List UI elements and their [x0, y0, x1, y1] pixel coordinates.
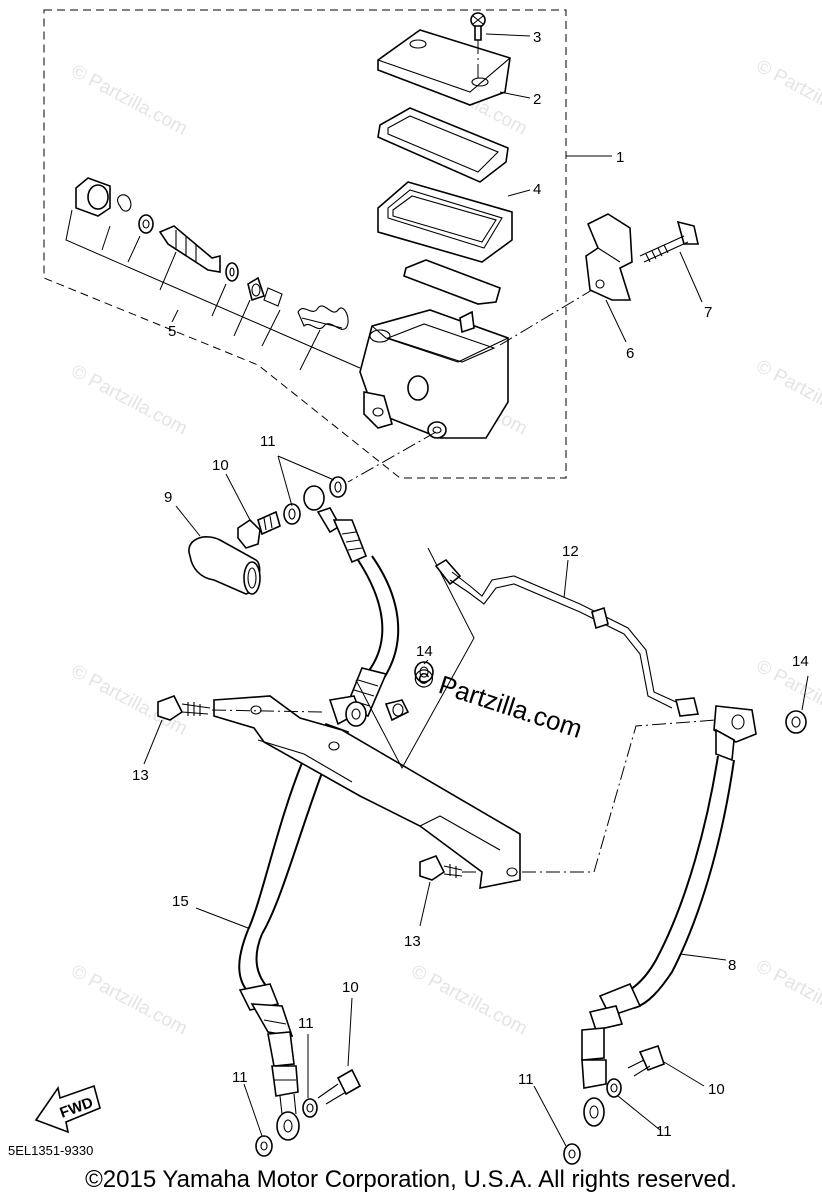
watermark: © Partzilla.com	[753, 356, 822, 435]
callout-label: 3	[533, 29, 541, 46]
banjo-cover	[188, 536, 261, 595]
copper-washer	[329, 476, 347, 498]
master-cylinder-body	[359, 309, 509, 439]
callout-label: 11	[298, 1015, 314, 1032]
sight-plate	[403, 259, 501, 305]
cap-screw	[470, 12, 486, 78]
watermark-large: © Partzilla.com	[410, 661, 586, 744]
bracket-bolt	[419, 854, 476, 881]
brake-hose-right	[581, 705, 757, 1127]
callout-label: 14	[792, 653, 809, 670]
clamp-bolt	[639, 220, 699, 263]
callout-label: 11	[656, 1123, 672, 1140]
centerline	[522, 719, 717, 873]
copper-washer	[283, 503, 301, 525]
callout-label: 15	[172, 893, 189, 910]
brake-pipe	[434, 558, 699, 717]
callout-label: 13	[404, 933, 421, 950]
callout-label: 10	[708, 1081, 725, 1098]
callout-label: 11	[518, 1071, 534, 1088]
copper-washer	[255, 1135, 273, 1157]
union-bolt	[627, 1044, 666, 1077]
grommet	[785, 710, 807, 734]
callout-label: 12	[562, 543, 579, 560]
copper-washer	[606, 1078, 622, 1098]
callout-label: 1	[616, 149, 624, 166]
union-bolt	[317, 1068, 362, 1105]
piston-kit	[75, 177, 349, 330]
watermark: © Partzilla.com	[68, 361, 191, 440]
copper-washer	[563, 1143, 581, 1165]
callout-label: 11	[260, 433, 276, 450]
holder-clamp	[585, 213, 633, 301]
piston-kit-bracket	[65, 209, 361, 371]
hose-bracket	[213, 695, 521, 890]
watermark: © Partzilla.com	[68, 61, 191, 140]
copyright-notice: ©2015 Yamaha Motor Corporation, U.S.A. A…	[85, 1166, 737, 1193]
callout-label: 4	[533, 181, 541, 198]
copper-washer	[302, 1098, 318, 1118]
detail-box	[355, 547, 475, 770]
diaphragm-plate	[377, 107, 509, 183]
centerline	[347, 431, 437, 483]
centerline	[499, 289, 593, 346]
brake-hose-left	[238, 485, 400, 1141]
callout-label: 9	[164, 489, 172, 506]
callout-label: 8	[728, 957, 736, 974]
kit-outline	[43, 9, 567, 479]
bracket-bolt	[157, 694, 323, 721]
watermark: © Partzilla.com	[408, 961, 531, 1040]
callout-label: 14	[416, 643, 433, 660]
callout-label: 5	[168, 323, 176, 340]
watermark: © Partzilla.com	[68, 961, 191, 1040]
callout-label: 2	[533, 91, 541, 108]
callout-label: 10	[212, 457, 229, 474]
fwd-arrow-icon: FWD	[34, 1084, 101, 1134]
drawing-code: 5EL1351-9330	[8, 1143, 94, 1158]
callout-label: 7	[704, 304, 712, 321]
callout-label: 13	[132, 767, 149, 784]
union-bolt	[237, 510, 281, 549]
diaphragm	[377, 181, 513, 263]
leader-lines	[143, 33, 809, 1147]
grommet	[414, 661, 434, 683]
callout-label: 11	[232, 1069, 248, 1086]
callout-label: 10	[342, 979, 359, 996]
reservoir-cap	[377, 29, 511, 106]
callouts: 1 2 3 4 5 6 7 8 9 10 10 10 11 11 11 11 1…	[132, 29, 809, 1140]
callout-label: 6	[626, 345, 634, 362]
grommet	[384, 699, 410, 722]
watermark: © Partzilla.com	[753, 56, 822, 135]
watermark: © Partzilla.com	[753, 956, 822, 1035]
